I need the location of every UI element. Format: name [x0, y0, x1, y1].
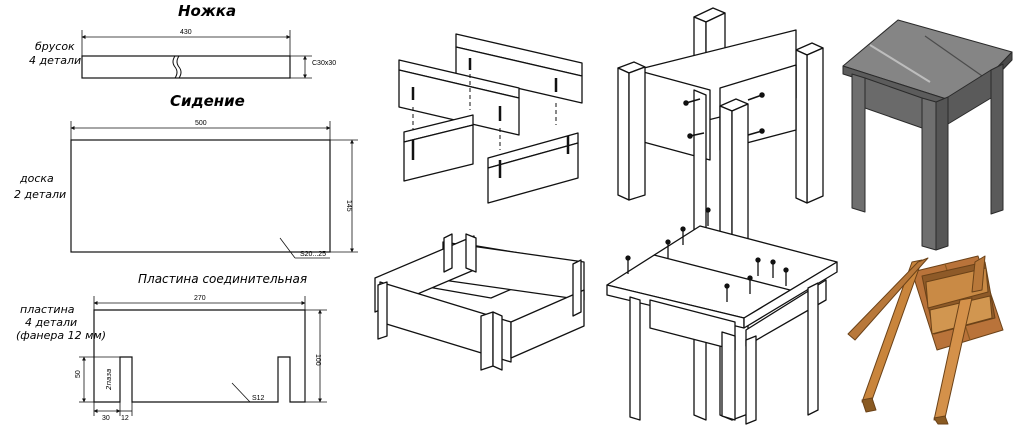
slotted-plates-assembly [398, 33, 583, 204]
plate-length-value: 270 [194, 295, 206, 302]
plate-slot-note: 2паза [105, 369, 113, 390]
seat-part-name: доска [19, 172, 54, 185]
plate-title: Пластина соединительная [138, 272, 307, 286]
leg-bar [81, 55, 291, 79]
leg-part-count: 4 детали [29, 54, 81, 67]
stool-model-gray [842, 19, 1013, 251]
plates-frame-assembled [374, 233, 585, 371]
plate-part-name: пластина [20, 303, 75, 316]
leg-part-name: брусок [35, 40, 75, 53]
seat-width-value: 145 [345, 200, 352, 212]
seat-thickness-value: S20...25 [300, 251, 326, 258]
seat-drawing: Сидение доска 2 детали 500 145 S20...25 [14, 92, 358, 259]
plate-slot-width-value: 12 [121, 415, 129, 422]
seat-length-value: 500 [195, 120, 207, 127]
leg-drawing: Ножка брусок 4 детали 430 С30х30 [29, 2, 336, 79]
plate-drawing: Пластина соединительная пластина 4 детал… [16, 272, 327, 422]
seat-boards-nailed [606, 207, 838, 425]
legs-with-plates-screwed [617, 7, 824, 421]
leg-length-value: 430 [180, 29, 192, 36]
stool-model-wood-upside-down [847, 255, 1004, 425]
plate-part-count: 4 детали [25, 316, 77, 329]
leg-section-value: С30х30 [312, 60, 336, 67]
plate-thickness-value: S12 [252, 395, 265, 402]
plate-material: (фанера 12 мм) [16, 329, 106, 342]
plate-outline [93, 309, 306, 403]
plate-slot-depth-value: 50 [75, 370, 82, 378]
plate-height-value: 100 [314, 354, 321, 366]
seat-board [70, 139, 331, 253]
leg-title: Ножка [178, 2, 236, 20]
seat-part-count: 2 детали [14, 188, 66, 201]
seat-title: Сидение [170, 92, 245, 110]
plate-offset-value: 30 [102, 415, 110, 422]
